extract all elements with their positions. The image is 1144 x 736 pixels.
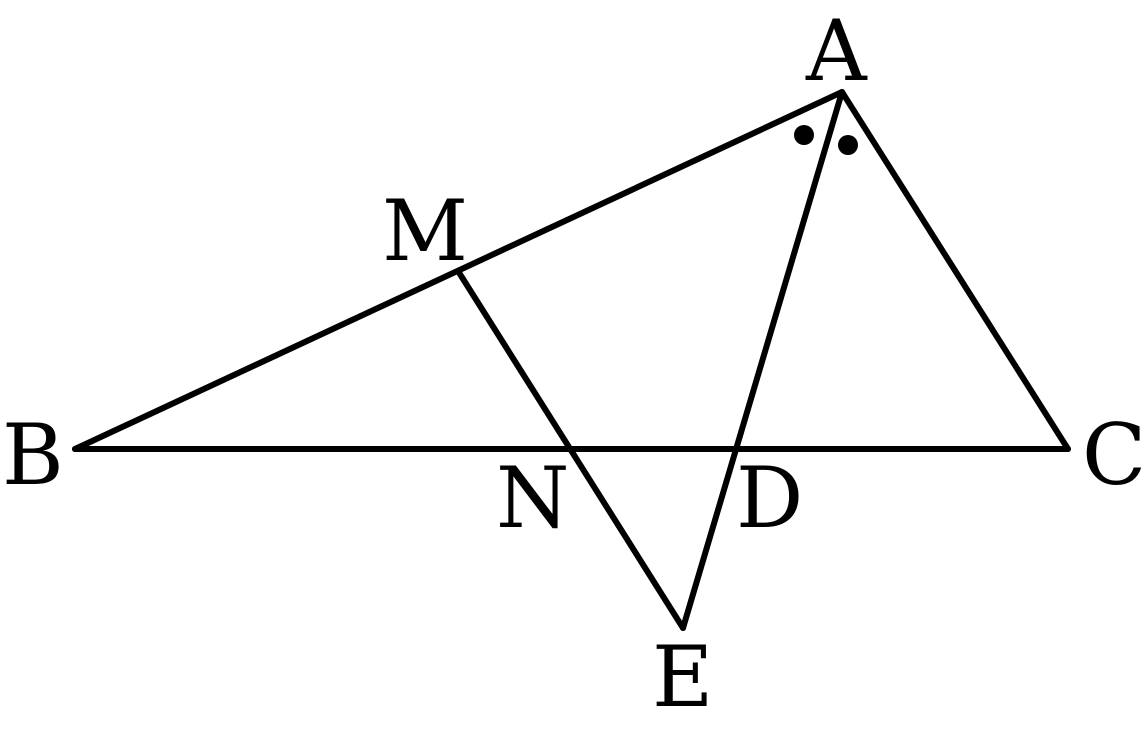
label-point-M: M [382,182,468,280]
angle-mark-dot-BAD [794,125,814,145]
label-point-A: A [805,2,868,100]
segment-AC [839,89,1071,452]
segment-AE [680,89,845,631]
label-point-E: E [652,628,713,726]
segment-ME [455,268,686,631]
label-point-N: N [496,449,570,547]
label-point-D: D [736,449,803,547]
angle-mark-dot-DAC [838,135,858,155]
label-point-B: B [2,406,64,504]
label-point-C: C [1082,406,1144,504]
